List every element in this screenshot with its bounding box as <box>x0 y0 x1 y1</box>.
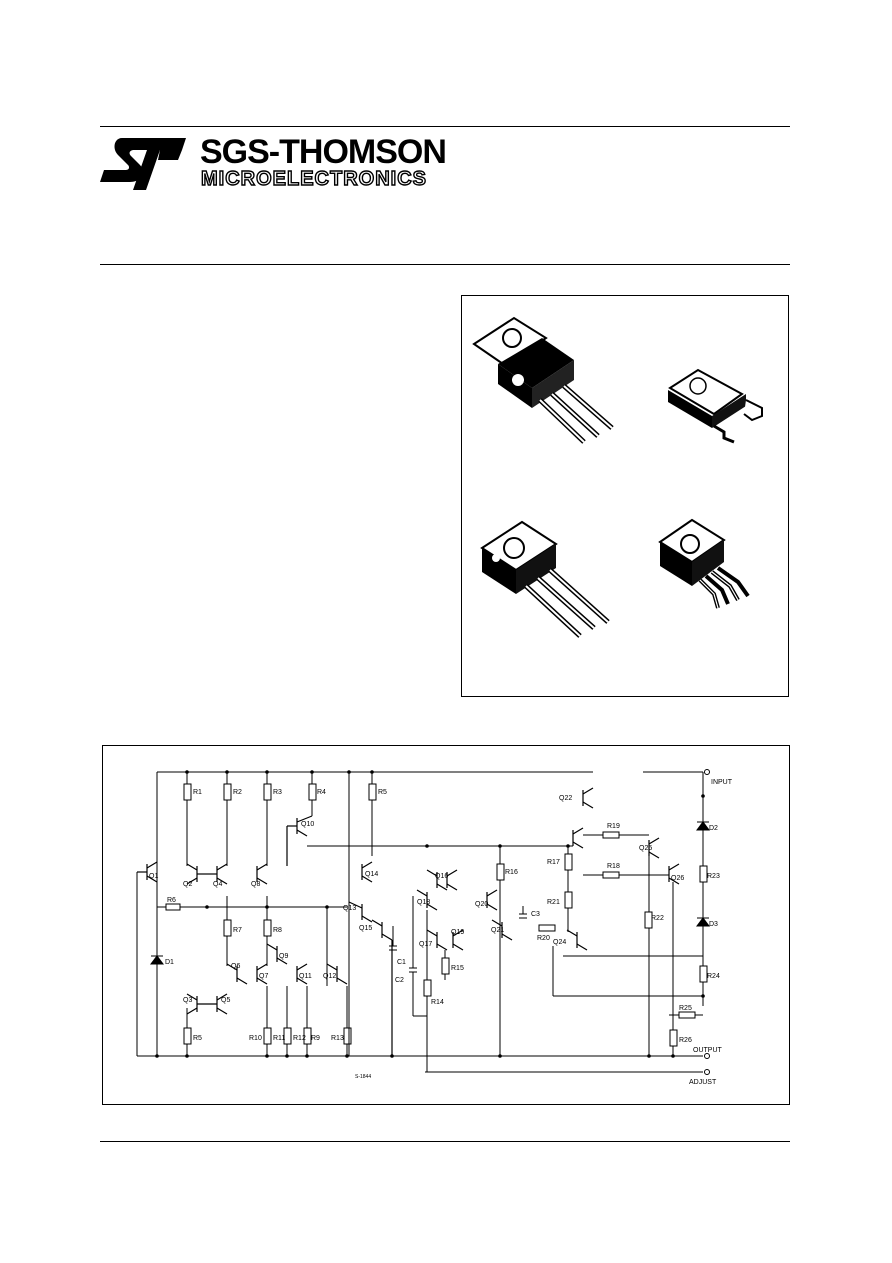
package-illustrations <box>472 316 763 638</box>
label-r11: R11 <box>273 1035 285 1042</box>
label-r7: R7 <box>233 927 242 934</box>
label-c2: C2 <box>395 977 404 984</box>
label-r9: R9 <box>311 1035 320 1042</box>
label-q20: Q20 <box>475 901 488 908</box>
label-output: OUTPUT <box>693 1047 723 1054</box>
diode-d1 <box>150 946 164 965</box>
label-figure-code: S-1844 <box>355 1074 371 1080</box>
to220-package-image <box>472 316 614 444</box>
schematic-diagram: Q1 Q2 Q3 Q4 Q5 Q6 Q7 Q8 Q9 Q10 Q11 Q12 Q… <box>136 769 733 1086</box>
label-r24: R24 <box>707 973 720 980</box>
label-q14: Q14 <box>365 871 378 878</box>
label-r12: R12 <box>293 1035 306 1042</box>
label-c1: C1 <box>397 959 406 966</box>
label-c3: C3 <box>531 911 540 918</box>
label-r5: R5 <box>378 789 387 796</box>
label-q16: Q16 <box>435 873 448 880</box>
label-q9: Q9 <box>279 953 288 960</box>
label-q24: Q24 <box>553 939 566 946</box>
label-q1: Q1 <box>149 873 158 880</box>
label-q13: Q13 <box>343 905 356 912</box>
label-d3: D3 <box>709 921 718 928</box>
label-r18: R18 <box>607 863 620 870</box>
label-r23: R23 <box>707 873 720 880</box>
label-r3: R3 <box>273 789 282 796</box>
label-d2: D2 <box>709 825 718 832</box>
resistors-left <box>157 896 352 1056</box>
label-q26: Q26 <box>671 875 684 882</box>
schematic-labels: Q1 Q2 Q3 Q4 Q5 Q6 Q7 Q8 Q9 Q10 Q11 Q12 Q… <box>149 779 733 1086</box>
label-r20: R20 <box>537 935 550 942</box>
brand-name: SGS-THOMSON <box>200 133 447 171</box>
label-r8: R8 <box>273 927 282 934</box>
label-r10: R10 <box>249 1035 262 1042</box>
label-q25: Q25 <box>639 845 652 852</box>
label-r15: R15 <box>451 965 464 972</box>
header-rule-top <box>100 126 790 127</box>
label-r6: R6 <box>167 897 176 904</box>
label-r17: R17 <box>547 859 560 866</box>
label-r1: R1 <box>193 789 202 796</box>
label-q3: Q3 <box>183 997 192 1004</box>
label-q8: Q8 <box>251 881 260 888</box>
schematic-diagram-box: Q1 Q2 Q3 Q4 Q5 Q6 Q7 Q8 Q9 Q10 Q11 Q12 Q… <box>102 745 790 1105</box>
label-d1: D1 <box>165 959 174 966</box>
transistors <box>137 787 680 1056</box>
footer-rule <box>100 1141 790 1142</box>
header-rule-bottom <box>100 264 790 265</box>
label-r26: R26 <box>679 1037 692 1044</box>
label-q17: Q17 <box>419 941 432 948</box>
label-q7: Q7 <box>259 973 268 980</box>
label-q2: Q2 <box>183 881 192 888</box>
label-q19: Q19 <box>451 929 464 936</box>
pentawatt-package-image <box>658 518 750 609</box>
label-r25: R25 <box>679 1005 692 1012</box>
label-q21: Q21 <box>491 927 504 934</box>
label-q12: Q12 <box>323 973 336 980</box>
label-q5: Q5 <box>221 997 230 1004</box>
label-q22: Q22 <box>559 795 572 802</box>
label-r5b: R5 <box>193 1035 202 1042</box>
brand-subtitle: MICROELECTRONICS <box>200 167 427 190</box>
resistors-top <box>183 772 377 1056</box>
label-input: INPUT <box>711 779 733 786</box>
label-r14: R14 <box>431 999 444 1006</box>
label-r2: R2 <box>233 789 242 796</box>
diodes-right <box>696 821 710 927</box>
label-r4: R4 <box>317 789 326 796</box>
label-q6: Q6 <box>231 963 240 970</box>
label-r19: R19 <box>607 823 620 830</box>
resistors-middle <box>389 772 708 1072</box>
label-r16: R16 <box>505 869 518 876</box>
terminals <box>704 769 710 1075</box>
company-logo: SGS-THOMSON MICROELECTRONICS <box>100 134 460 194</box>
junction-dots <box>155 770 705 1058</box>
dpak-package-image <box>668 368 763 444</box>
label-q10: Q10 <box>301 821 314 828</box>
label-r21: R21 <box>547 899 560 906</box>
label-r22: R22 <box>651 915 664 922</box>
supply-rails <box>136 771 703 1073</box>
package-illustrations-box <box>461 295 789 697</box>
isowatt-package-image <box>480 520 610 638</box>
label-q4: Q4 <box>213 881 222 888</box>
label-r13: R13 <box>331 1035 344 1042</box>
label-adjust: ADJUST <box>689 1079 717 1086</box>
label-q11: Q11 <box>299 973 312 980</box>
label-q15: Q15 <box>359 925 372 932</box>
label-q18: Q18 <box>417 899 430 906</box>
st-logo-icon <box>100 138 186 190</box>
